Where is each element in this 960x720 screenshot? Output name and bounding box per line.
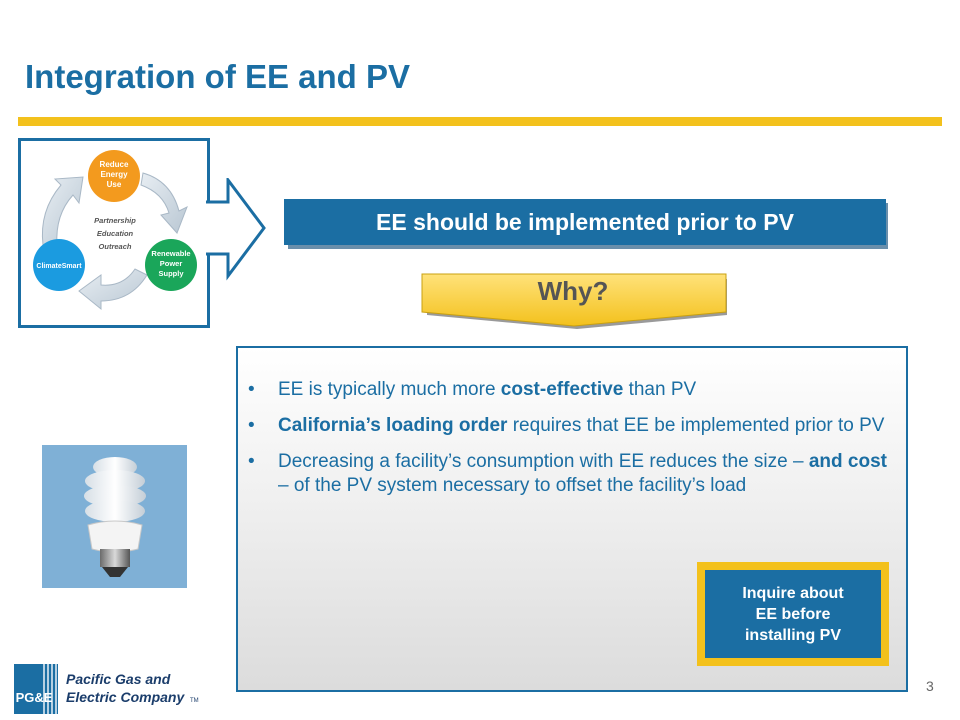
cycle-diagram: Reduce Energy Use Renewable Power Supply… [18,138,210,328]
bullet-marker: • [248,415,255,436]
cycle-reduce-label-1: Reduce [100,160,129,169]
cycle-reduce-label-3: Use [107,180,122,189]
why-chevron-shape [421,273,727,329]
pge-logo-line-1: Pacific Gas and [66,671,171,687]
bullet-1-bold: cost-effective [500,379,624,400]
pge-logo-line-2: Electric Company [66,689,185,705]
title-divider [18,117,942,126]
bullet-3-text: Decreasing a facility’s consumption with… [278,451,809,472]
bullet-item-consumption: • Decreasing a facility’s consumption wi… [248,450,888,498]
cycle-renewable-label-2: Power [160,259,183,268]
cycle-arrow-bottom [78,268,148,311]
bullet-2-text: requires that EE be implemented prior to… [507,415,885,436]
callout-line-1: Inquire about [742,584,844,602]
bullet-list: • EE is typically much more cost-effecti… [248,378,888,510]
why-label: Why? [537,276,609,306]
bullet-item-loading-order: • California’s loading order requires th… [248,414,888,438]
cycle-center-label-3: Outreach [99,242,132,251]
callout-inner: Inquire about EE before installing PV [705,570,881,658]
cycle-reduce-label-2: Energy [100,170,128,179]
bullet-item-cost: • EE is typically much more cost-effecti… [248,378,888,402]
bullet-marker: • [248,451,255,472]
callout-line-3: installing PV [744,626,841,644]
bullet-panel: • EE is typically much more cost-effecti… [236,346,908,692]
banner-ee-prior-pv: EE should be implemented prior to PV [284,199,886,245]
pge-logo-tm: TM [190,698,199,704]
bullet-2-bold: California’s loading order [278,415,508,436]
pge-logo: PG&E Pacific Gas and Electric Company TM [14,664,199,714]
bullet-1-text: EE is typically much more [278,379,501,400]
bullet-3-bold: and cost [808,451,887,472]
cycle-climatesmart-label: ClimateSmart [36,263,82,270]
cycle-renewable-label-1: Renewable [151,249,190,258]
cfl-bulb-image [42,445,187,588]
bullet-3-text-end: – of the PV system necessary to offset t… [278,475,747,496]
cycle-center-label-2: Education [97,229,134,238]
bullet-marker: • [248,379,255,400]
cycle-arrow-left [41,176,84,246]
cycle-renewable-label-3: Supply [158,269,184,278]
callout-line-2: EE before [755,605,831,623]
pge-logo-mark: PG&E [16,690,53,705]
bullet-1-text-end: than PV [623,379,697,400]
callout-inquire-ee: Inquire about EE before installing PV [697,562,889,666]
arrow-right-icon [206,178,266,281]
slide-title: Integration of EE and PV [25,58,411,95]
page-number: 3 [926,678,934,694]
cycle-center-label-1: Partnership [94,216,136,225]
cycle-arrow-top-right [140,172,188,234]
